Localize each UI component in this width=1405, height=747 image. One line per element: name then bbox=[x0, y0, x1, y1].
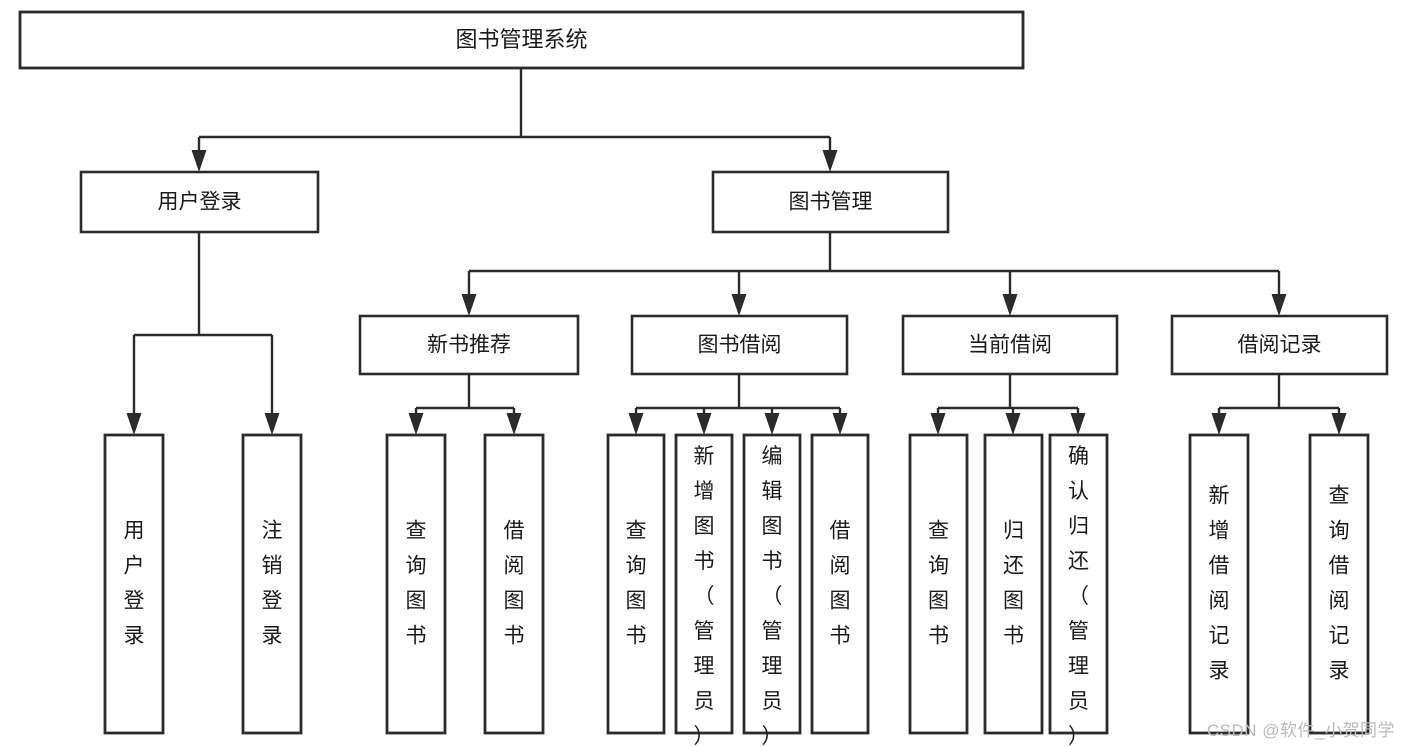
node-label-leaf-user-logout: 注销登录 bbox=[262, 519, 283, 647]
arrow-head bbox=[1002, 294, 1018, 316]
node-label-leaf-rec-borrow-book: 借阅图书 bbox=[504, 519, 525, 647]
node-box-leaf-user-login[interactable] bbox=[103, 433, 165, 735]
node-box-user-login[interactable] bbox=[79, 170, 320, 234]
node-leaf-borrow-add-book[interactable]: 新增图书（管理员） bbox=[674, 433, 734, 747]
node-book-manage[interactable]: 图书管理 bbox=[711, 170, 950, 234]
node-box-current-borrow[interactable] bbox=[901, 314, 1119, 376]
node-box-leaf-rec-borrow-book[interactable] bbox=[483, 433, 545, 735]
node-box-book-manage[interactable] bbox=[711, 170, 950, 234]
node-label-leaf-current-return-book: 归还图书 bbox=[1003, 519, 1024, 647]
arrow-head bbox=[764, 413, 780, 435]
node-box-leaf-borrow-add-book[interactable] bbox=[674, 433, 734, 735]
connector-book-borrow-to-leaves bbox=[628, 374, 848, 435]
connector-book-manage-to-level2 bbox=[461, 232, 1287, 316]
node-label-leaf-borrow-add-book: 新增图书（管理员） bbox=[694, 445, 715, 747]
arrow-head bbox=[1271, 294, 1287, 316]
arrow-head bbox=[822, 150, 838, 172]
node-label-borrow-record: 借阅记录 bbox=[1238, 334, 1322, 357]
node-label-book-borrow: 图书借阅 bbox=[698, 334, 782, 357]
arrow-head bbox=[461, 294, 477, 316]
node-label-current-borrow: 当前借阅 bbox=[968, 334, 1052, 357]
node-current-borrow[interactable]: 当前借阅 bbox=[901, 314, 1119, 376]
node-leaf-borrow-query-book[interactable]: 查询图书 bbox=[606, 433, 666, 735]
node-leaf-user-logout[interactable]: 注销登录 bbox=[241, 433, 303, 735]
node-label-user-login: 用户登录 bbox=[158, 191, 242, 214]
arrow-head bbox=[930, 413, 946, 435]
connector-new-book-rec-to-leaves bbox=[408, 374, 522, 435]
arrow-head bbox=[264, 413, 280, 435]
node-leaf-record-add[interactable]: 新增借阅记录 bbox=[1188, 433, 1250, 735]
arrow-head bbox=[628, 413, 644, 435]
node-box-leaf-rec-query-book[interactable] bbox=[385, 433, 447, 735]
node-layer: 图书管理系统用户登录图书管理新书推荐图书借阅当前借阅借阅记录用户登录注销登录查询… bbox=[18, 10, 1389, 747]
node-leaf-current-confirm-return[interactable]: 确认归还（管理员） bbox=[1048, 433, 1109, 747]
node-user-login[interactable]: 用户登录 bbox=[79, 170, 320, 234]
node-box-leaf-current-query-book[interactable] bbox=[908, 433, 969, 735]
arrow-head bbox=[408, 413, 424, 435]
arrow-head bbox=[731, 294, 747, 316]
node-label-leaf-rec-query-book: 查询图书 bbox=[406, 519, 427, 647]
node-box-book-borrow[interactable] bbox=[630, 314, 849, 376]
connector-current-borrow-to-leaves bbox=[930, 374, 1086, 435]
arrow-head bbox=[506, 413, 522, 435]
arrow-head bbox=[191, 150, 207, 172]
connector-root-to-level1 bbox=[191, 68, 838, 172]
connector-user-login-to-leaves bbox=[126, 232, 280, 435]
node-borrow-record[interactable]: 借阅记录 bbox=[1170, 314, 1389, 376]
node-leaf-rec-query-book[interactable]: 查询图书 bbox=[385, 433, 447, 735]
connector-layer bbox=[126, 68, 1347, 435]
node-leaf-rec-borrow-book[interactable]: 借阅图书 bbox=[483, 433, 545, 735]
node-box-leaf-record-add[interactable] bbox=[1188, 433, 1250, 735]
node-label-new-book-rec: 新书推荐 bbox=[427, 334, 511, 357]
node-label-leaf-record-query: 查询借阅记录 bbox=[1329, 484, 1350, 682]
node-book-borrow[interactable]: 图书借阅 bbox=[630, 314, 849, 376]
node-label-leaf-borrow-edit-book: 编辑图书（管理员） bbox=[762, 445, 783, 747]
node-label-leaf-current-query-book: 查询图书 bbox=[928, 519, 949, 647]
node-leaf-record-query[interactable]: 查询借阅记录 bbox=[1308, 433, 1370, 735]
arrow-head bbox=[1005, 413, 1021, 435]
node-label-root: 图书管理系统 bbox=[455, 27, 587, 52]
node-label-book-manage: 图书管理 bbox=[789, 191, 873, 214]
node-box-leaf-borrow-borrow-book[interactable] bbox=[810, 433, 870, 735]
node-box-new-book-rec[interactable] bbox=[358, 314, 580, 376]
node-box-leaf-record-query[interactable] bbox=[1308, 433, 1370, 735]
node-box-borrow-record[interactable] bbox=[1170, 314, 1389, 376]
node-box-leaf-current-return-book[interactable] bbox=[983, 433, 1044, 735]
node-leaf-borrow-borrow-book[interactable]: 借阅图书 bbox=[810, 433, 870, 735]
arrow-head bbox=[1331, 413, 1347, 435]
node-label-leaf-record-add: 新增借阅记录 bbox=[1209, 484, 1230, 682]
node-leaf-current-return-book[interactable]: 归还图书 bbox=[983, 433, 1044, 735]
node-leaf-current-query-book[interactable]: 查询图书 bbox=[908, 433, 969, 735]
node-box-leaf-user-logout[interactable] bbox=[241, 433, 303, 735]
node-box-leaf-borrow-edit-book[interactable] bbox=[742, 433, 802, 735]
node-leaf-borrow-edit-book[interactable]: 编辑图书（管理员） bbox=[742, 433, 802, 747]
node-leaf-user-login[interactable]: 用户登录 bbox=[103, 433, 165, 735]
node-label-leaf-borrow-borrow-book: 借阅图书 bbox=[830, 519, 851, 647]
node-new-book-rec[interactable]: 新书推荐 bbox=[358, 314, 580, 376]
node-label-leaf-current-confirm-return: 确认归还（管理员） bbox=[1068, 445, 1089, 747]
node-box-leaf-borrow-query-book[interactable] bbox=[606, 433, 666, 735]
node-box-leaf-current-confirm-return[interactable] bbox=[1048, 433, 1109, 735]
arrow-head bbox=[696, 413, 712, 435]
arrow-head bbox=[832, 413, 848, 435]
arrow-head bbox=[1211, 413, 1227, 435]
arrow-head bbox=[1070, 413, 1086, 435]
node-box-root[interactable] bbox=[18, 10, 1025, 70]
arrow-head bbox=[126, 413, 142, 435]
node-label-leaf-user-login: 用户登录 bbox=[124, 519, 145, 647]
connector-borrow-record-to-leaves bbox=[1211, 374, 1347, 435]
node-label-leaf-borrow-query-book: 查询图书 bbox=[626, 519, 647, 647]
node-root[interactable]: 图书管理系统 bbox=[18, 10, 1025, 70]
